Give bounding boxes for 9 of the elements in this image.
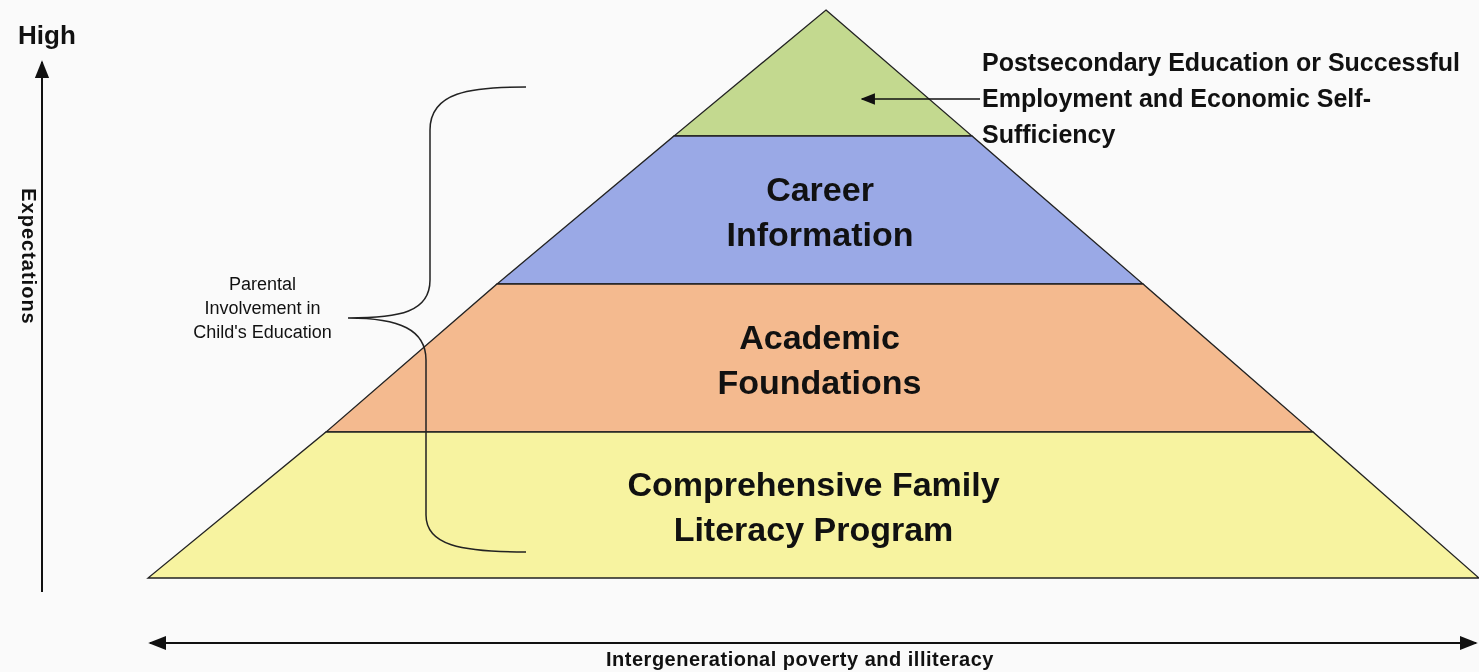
bracket-label: Parental Involvement in Child's Education — [185, 272, 340, 344]
band-label: Comprehensive Family Literacy Program — [626, 464, 1001, 550]
axis-label: High — [18, 20, 76, 51]
band-label: Career Information — [725, 169, 915, 255]
axis-label: Expectations — [16, 187, 40, 327]
callout-text: Postsecondary Education or Successful Employment and Economic Self-Sufficiency — [982, 44, 1462, 152]
arrow — [860, 93, 981, 105]
axis-label: Intergenerational poverty and illiteracy — [605, 648, 995, 671]
pyramid-band — [148, 432, 1479, 578]
